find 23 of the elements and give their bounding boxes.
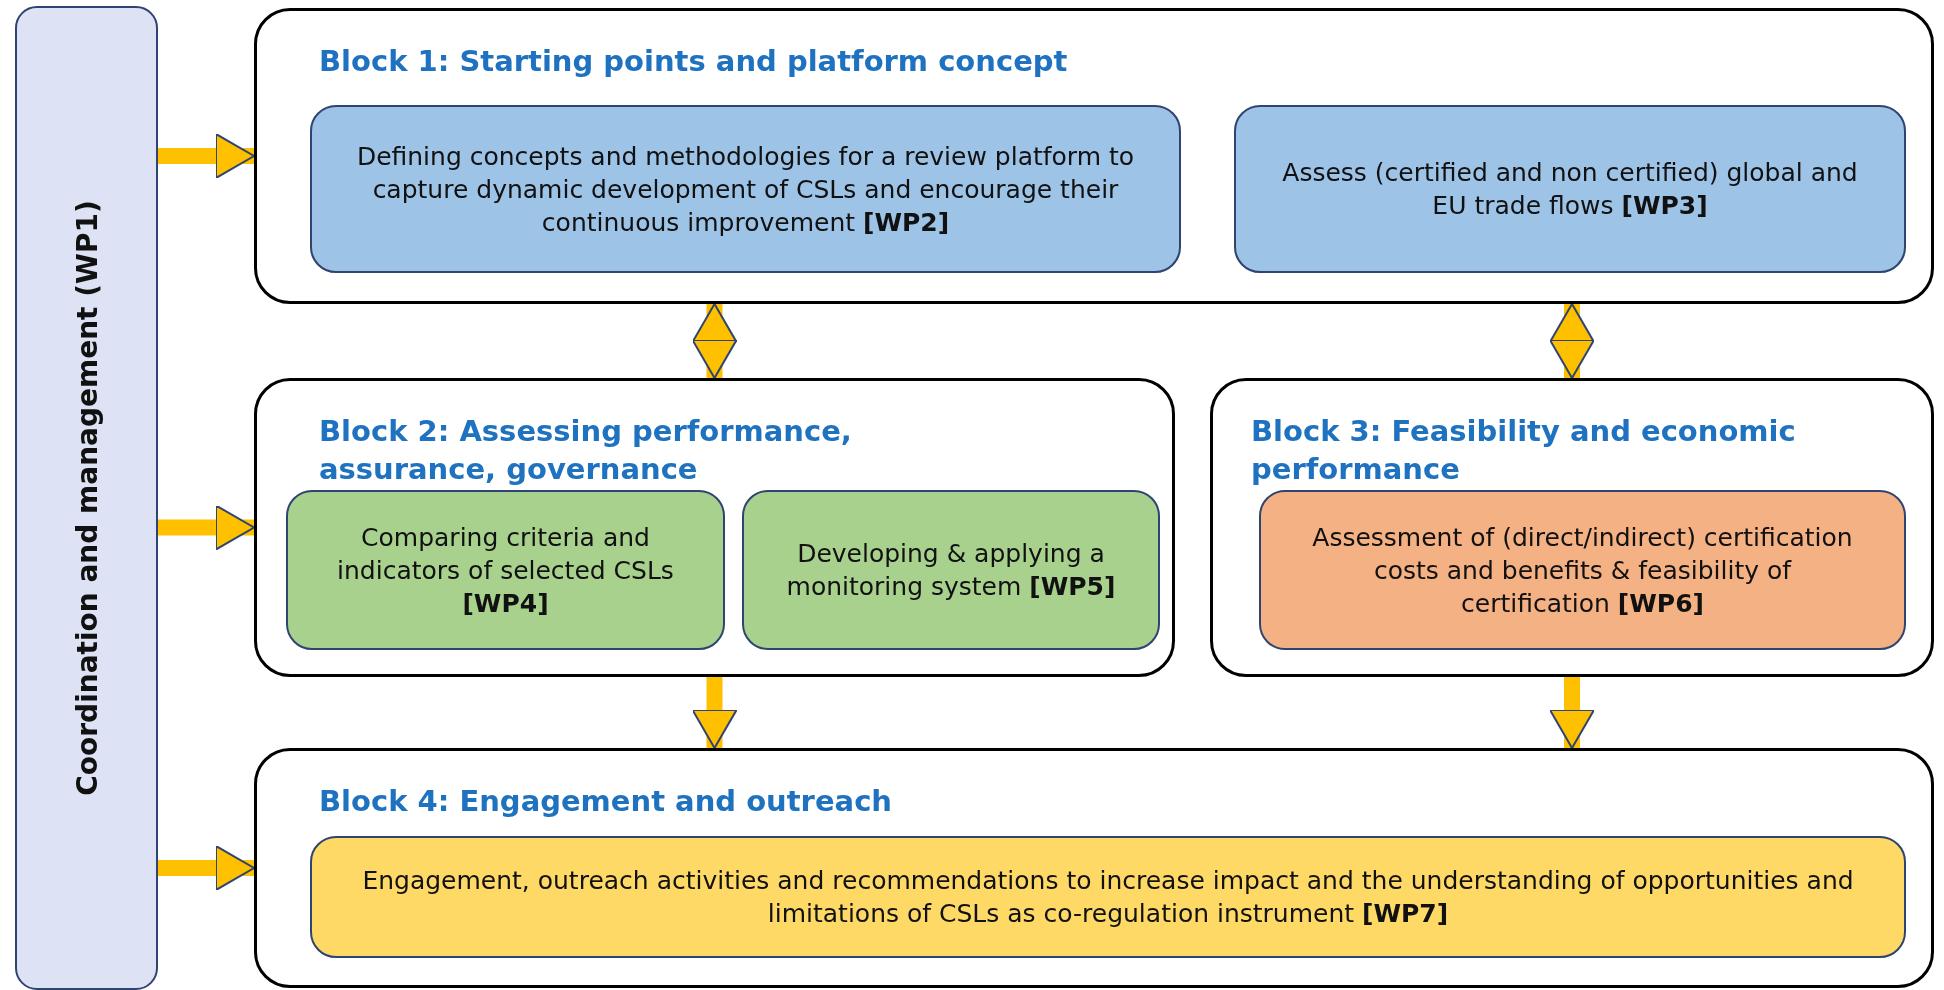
work-package-box: Developing & applying a monitoring system [WP5] — [742, 490, 1160, 650]
block-panel — [254, 8, 1934, 304]
block-arrow — [691, 303, 738, 379]
vertical-label: Coordination and management (WP1) — [70, 200, 103, 796]
work-package-box: Engagement, outreach activities and recommendations to increase impact and the understanding of opportunities and limitations of CSLs as co-regulation instrument [WP7] — [310, 836, 1906, 958]
block-arrow — [1549, 677, 1595, 749]
work-package-box: Assess (certified and non certified) global and EU trade flows [WP3] — [1234, 105, 1906, 273]
block-panel — [1210, 378, 1934, 677]
block-title: Block 1: Starting points and platform concept — [319, 43, 1068, 80]
block-arrow — [691, 677, 738, 749]
block-arrow — [158, 504, 255, 551]
block-panel — [254, 748, 1934, 988]
block-arrow — [1549, 303, 1595, 379]
block-title: Block 3: Feasibility and economic performance — [1251, 413, 1797, 488]
block-title: Block 2: Assessing performance, assurance, governance — [319, 413, 853, 488]
block-title: Block 4: Engagement and outreach — [319, 783, 892, 820]
work-package-box: Assessment of (direct/indirect) certification costs and benefits & feasibility of certification [WP6] — [1259, 490, 1906, 650]
block-panel — [254, 378, 1175, 677]
work-package-box: Comparing criteria and indicators of selected CSLs [WP4] — [286, 490, 725, 650]
block-arrow — [158, 133, 255, 179]
side-panel — [15, 6, 158, 990]
block-arrow — [158, 845, 255, 891]
work-package-box: Defining concepts and methodologies for a review platform to capture dynamic development of CSLs and encourage their continuous improvement [WP2] — [310, 105, 1181, 273]
